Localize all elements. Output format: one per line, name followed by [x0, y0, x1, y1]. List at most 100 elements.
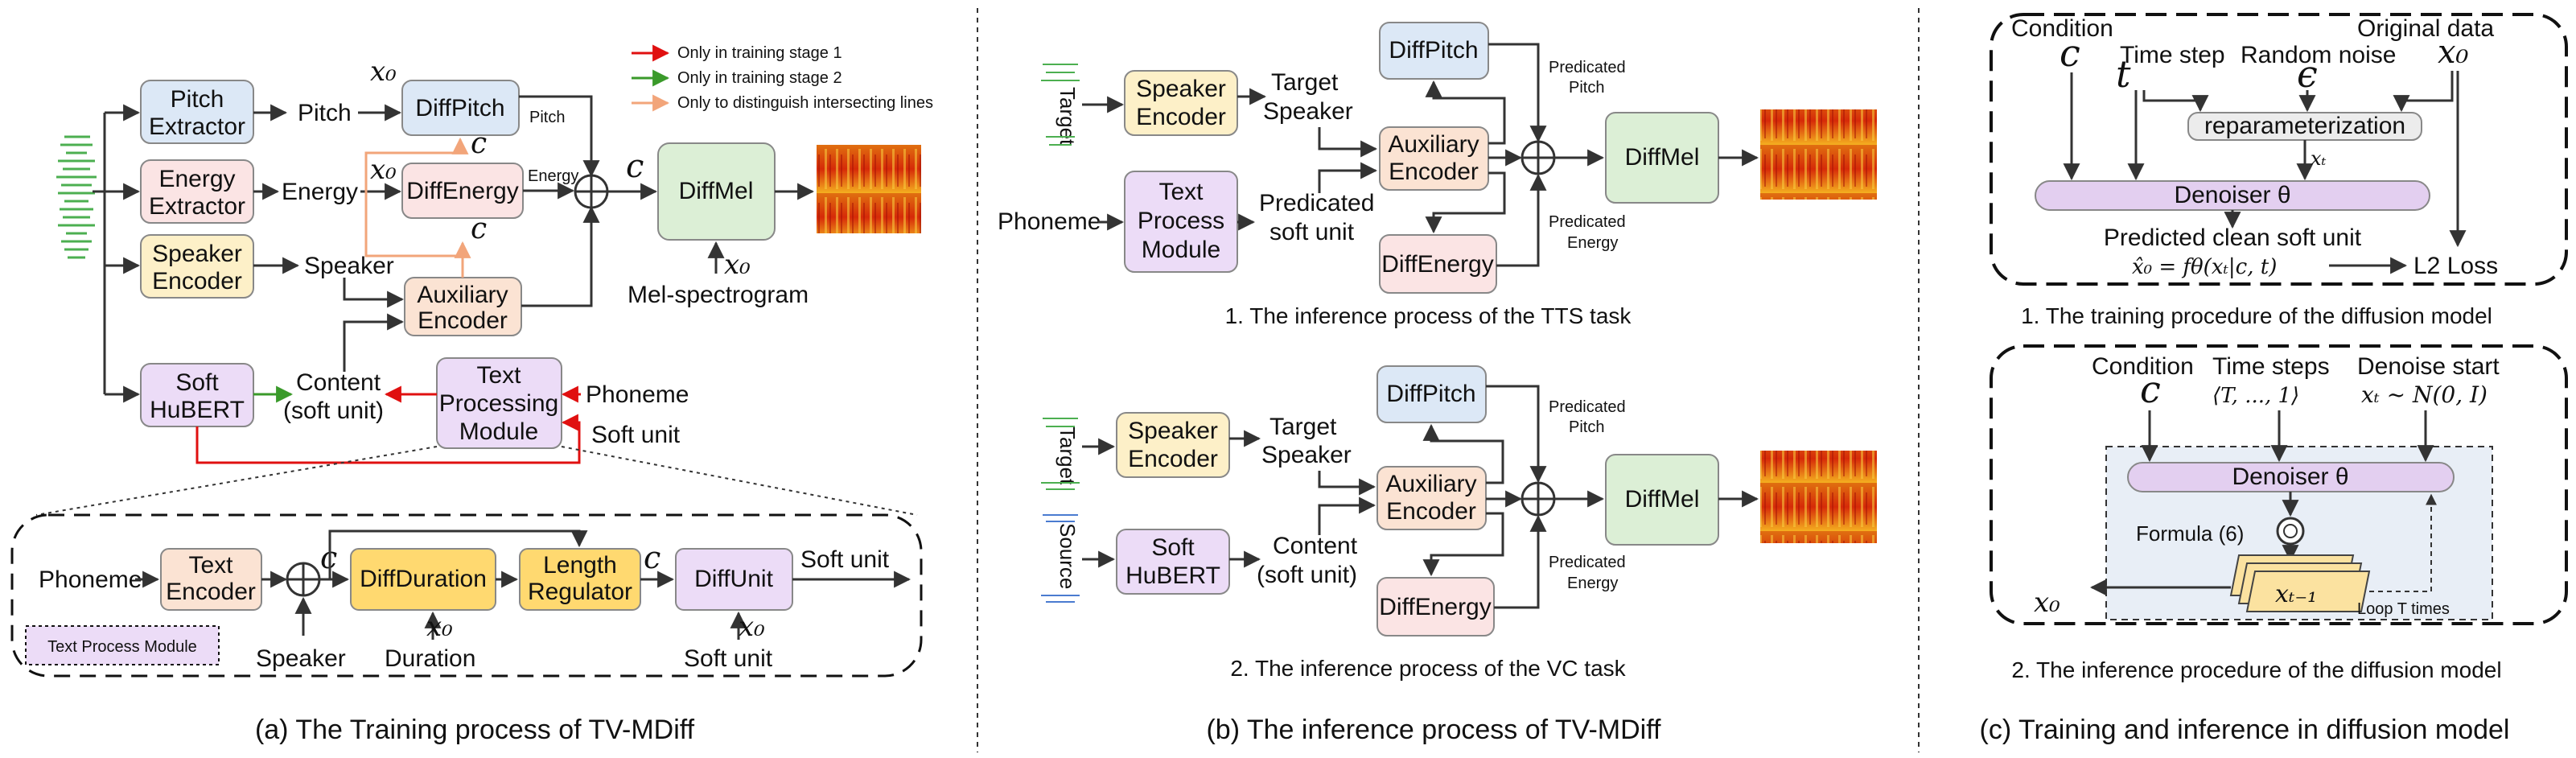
- infer-xt1-stack: [2229, 554, 2371, 612]
- sub-x0-duration: x₀: [426, 611, 453, 643]
- vc-diffpitch-label: DiffPitch: [1386, 381, 1475, 407]
- train-t-to-reparam: [2142, 90, 2209, 113]
- train-xt-symbol: xₜ: [2311, 147, 2327, 170]
- caption-c: (c) Training and inference in diffusion …: [1980, 715, 2510, 745]
- content-to-aux: [343, 313, 405, 372]
- tts-pred-soft-label-2: soft unit: [1269, 219, 1355, 245]
- train-caption: 1. The training procedure of the diffusi…: [2021, 303, 2492, 328]
- vc-spectrogram-image: [1760, 451, 1877, 543]
- tts-diffmel-label: DiffMel: [1625, 144, 1700, 171]
- tts-pitch-to-sum: [1488, 43, 1547, 143]
- train-eps-symbol: ϵ: [2297, 52, 2318, 96]
- infer-denoiser-label: Denoiser θ: [2232, 463, 2348, 490]
- panel-b: Target Speaker Encoder Target Speaker Ph…: [998, 22, 1877, 681]
- mel-spectrogram-label: Mel-spectrogram: [628, 282, 809, 308]
- infer-container: [1990, 344, 2568, 625]
- infer-formula-label: Formula (6): [2136, 521, 2244, 546]
- tts-target-label: Target: [1056, 87, 1080, 146]
- vc-content-to-aux: [1318, 496, 1376, 535]
- diffpitch-label: DiffPitch: [415, 95, 504, 122]
- infer-time-steps-label: Time steps: [2212, 353, 2330, 380]
- legend-red-label: Only in training stage 1: [677, 44, 842, 62]
- tts-diffenergy-box: [1379, 234, 1497, 294]
- infer-x0-symbol: x₀: [2034, 587, 2060, 619]
- caption-b: (b) The inference process of TV-MDiff: [1206, 715, 1661, 745]
- tts-pred-pitch-label-2: Pitch: [1569, 79, 1604, 97]
- sub-lr-label: Length: [543, 552, 617, 579]
- vc-aux-label-2: Encoder: [1386, 498, 1476, 525]
- pitch-label: Pitch: [298, 100, 352, 126]
- content-label-2: (soft unit): [283, 398, 384, 424]
- train-denoiser-label: Denoiser θ: [2174, 182, 2290, 208]
- train-l2-label: L2 Loss: [2413, 253, 2498, 279]
- energy-small-label: Energy: [528, 167, 578, 185]
- vc-target-wave-icon: [1041, 418, 1080, 490]
- vc-se-label: Speaker: [1128, 418, 1218, 444]
- infer-xt1-symbol: xₜ₋₁: [2275, 580, 2317, 608]
- pitch-extractor-label: Pitch: [171, 86, 224, 113]
- tts-diffenergy-label: DiffEnergy: [1381, 251, 1494, 278]
- diffpitch-to-sum: [519, 95, 600, 178]
- text-processing-module-box: [436, 357, 562, 449]
- tts-pred-energy-label-2: Energy: [1567, 234, 1618, 252]
- vc-pred-pitch-label: Predicated: [1549, 398, 1626, 416]
- vc-diffpitch-box: [1376, 365, 1487, 423]
- vc-aux-to-energy: [1422, 512, 1504, 577]
- vc-target-label: Target: [1056, 426, 1080, 485]
- c-pitch: c: [471, 127, 487, 160]
- sub-text-encoder-label: Text: [188, 552, 233, 579]
- auxiliary-encoder-label-2: Encoder: [418, 307, 508, 334]
- pitch-extractor-label-2: Extractor: [149, 113, 245, 140]
- auxiliary-encoder-label: Auxiliary: [417, 282, 508, 308]
- sub-soft-unit-in-label: Soft unit: [684, 645, 773, 672]
- energy-label: Energy: [282, 179, 358, 205]
- tpm-label-3: Module: [459, 418, 538, 445]
- sub-diffunit-label: DiffUnit: [694, 566, 773, 592]
- vc-pred-energy-label-2: Energy: [1567, 575, 1618, 592]
- tts-se-label: Speaker: [1136, 76, 1226, 102]
- vc-soft-hubert-box: [1116, 529, 1230, 595]
- train-random-noise-label: Random noise: [2241, 42, 2396, 68]
- vc-speaker-encoder-box: [1116, 412, 1230, 478]
- caption-a: (a) The Training process of TV-MDiff: [255, 715, 695, 745]
- diffpitch-box: [401, 80, 520, 136]
- vc-hubert-label-2: HuBERT: [1125, 562, 1220, 589]
- tts-speaker-to-aux: [1318, 127, 1378, 158]
- speaker-encoder-label-2: Encoder: [152, 268, 242, 295]
- vc-pitch-to-sum: [1486, 385, 1547, 484]
- vc-content-label: Content: [1273, 533, 1358, 559]
- legend-green-label: Only in training stage 2: [677, 69, 842, 87]
- zoom-line-right: [561, 446, 918, 516]
- x0-mel: x₀: [724, 249, 751, 281]
- train-reparam-label: reparameterization: [2204, 113, 2405, 139]
- tts-pred-soft-label: Predicated: [1259, 190, 1374, 216]
- tts-aux-to-pitch: [1425, 80, 1506, 145]
- tpm-label: Text: [476, 362, 521, 389]
- x0-energy: x₀: [370, 154, 397, 186]
- tts-target-speaker-label: Target: [1271, 69, 1339, 96]
- vc-source-wave-icon: [1041, 514, 1080, 603]
- infer-c-symbol: c: [2140, 368, 2161, 411]
- waveform-icon: [56, 135, 97, 259]
- tts-tpm-label: Text: [1158, 179, 1204, 205]
- c-sum: c: [626, 148, 644, 185]
- sub-soft-unit-out-label: Soft unit: [800, 546, 890, 573]
- train-original-data-label: Original data: [2357, 15, 2494, 42]
- train-container: [1990, 13, 2568, 286]
- vc-pred-energy-label: Predicated: [1549, 554, 1626, 571]
- speaker-encoder-label: Speaker: [152, 241, 242, 267]
- aux-to-pitch-branch: [364, 151, 463, 257]
- text-process-module-detail: [10, 513, 923, 678]
- mel-spectrogram-image-a: [817, 145, 921, 233]
- soft-hubert-label-2: HuBERT: [150, 397, 245, 423]
- diffenergy-label: DiffEnergy: [406, 178, 519, 204]
- tts-diffpitch-label: DiffPitch: [1389, 37, 1478, 64]
- vc-aux-to-pitch: [1422, 423, 1504, 484]
- energy-extractor-label: Energy: [158, 166, 235, 192]
- tts-pred-energy-label: Predicated: [1549, 213, 1626, 231]
- panel-c: Condition c Time step t Random noise ϵ O…: [1990, 13, 2568, 682]
- sub-x0-unit: x₀: [739, 611, 765, 643]
- infer-steps-set: ⟨T, ..., 1⟩: [2212, 384, 2299, 408]
- vc-target-speaker-label: Target: [1269, 414, 1337, 440]
